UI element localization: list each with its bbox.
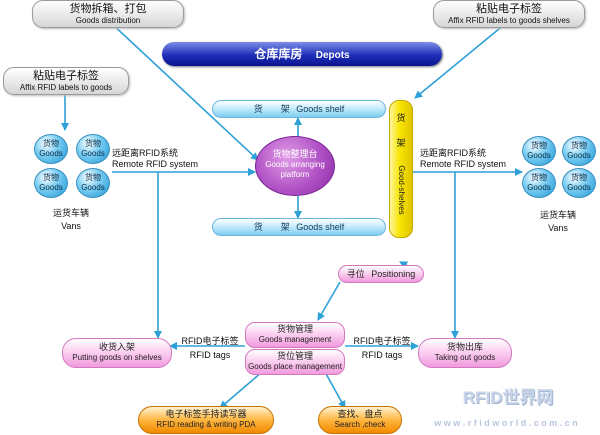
hub-en1: Goods arranging: [265, 160, 325, 169]
goods-bubble-left-2: 货物 Goods: [76, 134, 110, 164]
right-vans-zh: 运货车辆: [539, 210, 576, 220]
goods-bubble-zh: 货物: [43, 139, 59, 148]
line-mgmt-to-search: [324, 371, 346, 409]
callout-affix-shelves-en: Affix RFID labels to goods shelves: [448, 16, 570, 25]
tags-left-zh: RFID电子标签: [181, 336, 239, 346]
goods-bubble-right-3: 货物 Goods: [522, 168, 556, 198]
place-mgmt-en: Goods place management: [248, 362, 342, 371]
tags-left-en: RFID tags: [189, 350, 231, 360]
shelf-top-en: Goods shelf: [296, 104, 345, 114]
depots-banner: 仓库库房 Depots: [162, 42, 442, 66]
goods-bubble-zh: 货物: [85, 139, 101, 148]
goods-management-pill: 货物管理 Goods management: [245, 322, 345, 348]
goods-bubble-en: Goods: [527, 183, 551, 192]
goods-bubble-left-1: 货物 Goods: [34, 134, 68, 164]
goods-bubble-right-1: 货物 Goods: [522, 136, 556, 166]
vertical-shelf: 货 架 Good-shelves: [389, 100, 413, 238]
taking-goods-pill: 货物出库 Taking out goods: [418, 338, 512, 368]
goods-bubble-en: Goods: [39, 183, 63, 192]
line-distribution-to-hub: [109, 21, 259, 161]
positioning-en: Positioning: [371, 269, 416, 279]
goods-bubble-en: Goods: [527, 151, 551, 160]
goods-bubble-en: Goods: [81, 149, 105, 158]
remote-left-en: Remote RFID system: [112, 159, 199, 169]
putting-en: Putting goods on shelves: [72, 353, 162, 362]
line-affix-shelves-to-shelf: [414, 23, 506, 99]
left-vans-en: Vans: [61, 221, 81, 231]
callout-goods-distribution: 货物拆箱、打包 Goods distribution: [32, 0, 184, 28]
callout-affix-goods-en: Affix RFID labels to goods: [19, 83, 113, 92]
positioning-pill: 寻位 Positioning: [338, 265, 424, 283]
watermark-logo: RFID世界网: [462, 388, 554, 407]
search-en: Search ,check: [334, 420, 386, 429]
putting-zh: 收货入架: [98, 342, 135, 352]
callout-affix-goods-zh: 粘贴电子标签: [33, 70, 99, 82]
goods-bubble-left-3: 货物 Goods: [34, 168, 68, 198]
rfid-pda-pill: 电子标签手持读写器 RFID reading & writing PDA: [138, 406, 274, 434]
pda-zh: 电子标签手持读写器: [165, 409, 247, 419]
taking-en: Taking out goods: [434, 353, 496, 362]
pda-en: RFID reading & writing PDA: [156, 420, 256, 429]
right-vans-en: Vans: [548, 223, 568, 233]
goods-bubble-zh: 货物: [43, 173, 59, 182]
goods-place-management-pill: 货位管理 Goods place management: [245, 349, 345, 375]
vertical-shelf-zh2: 架: [396, 138, 406, 148]
positioning-zh: 寻位: [346, 269, 365, 279]
goods-bubble-right-2: 货物 Goods: [562, 136, 596, 166]
hub-zh: 货物整理台: [272, 149, 318, 159]
goods-bubble-en: Goods: [567, 151, 591, 160]
callout-affix-shelves-zh: 粘贴电子标签: [476, 3, 542, 15]
shelf-bottom-en: Goods shelf: [296, 222, 345, 232]
callout-goods-distribution-zh: 货物拆箱、打包: [69, 3, 147, 15]
shelf-bottom-zh: 货 架: [253, 222, 290, 232]
callout-goods-distribution-en: Goods distribution: [75, 16, 141, 25]
vertical-shelf-zh1: 货: [396, 113, 406, 123]
goods-bubble-left-4: 货物 Goods: [76, 168, 110, 198]
tags-right-en: RFID tags: [361, 350, 403, 360]
goods-bubble-en: Goods: [567, 183, 591, 192]
line-mgmt-to-pda: [219, 371, 263, 409]
place-mgmt-zh: 货位管理: [276, 351, 313, 361]
tags-right-zh: RFID电子标签: [353, 336, 411, 346]
shelf-bottom: 货 架 Goods shelf: [212, 218, 386, 236]
hub-en2: platform: [280, 170, 310, 179]
watermark-url: w w w . r f i d w o r l d . c o m . c n: [434, 418, 578, 428]
depots-zh: 仓库库房: [254, 47, 303, 61]
search-check-pill: 查找、盘点 Search ,check: [318, 406, 402, 434]
callout-affix-shelves: 粘贴电子标签 Affix RFID labels to goods shelve…: [433, 0, 585, 28]
goods-bubble-zh: 货物: [85, 173, 101, 182]
goods-bubble-right-4: 货物 Goods: [562, 168, 596, 198]
goods-mgmt-zh: 货物管理: [276, 324, 313, 334]
depots-en: Depots: [315, 50, 350, 61]
shelf-top: 货 架 Goods shelf: [212, 100, 386, 118]
goods-bubble-en: Goods: [81, 183, 105, 192]
remote-left-zh: 远距离RFID系统: [112, 148, 178, 158]
goods-bubble-en: Goods: [39, 149, 63, 158]
taking-zh: 货物出库: [446, 342, 483, 352]
search-zh: 查找、盘点: [337, 409, 383, 419]
putting-goods-pill: 收货入架 Putting goods on shelves: [62, 338, 172, 368]
left-vans-zh: 运货车辆: [52, 208, 89, 218]
goods-bubble-zh: 货物: [531, 173, 547, 182]
goods-bubble-zh: 货物: [571, 141, 587, 150]
line-positioning-to-goods-mgmt: [317, 281, 341, 321]
remote-right-en: Remote RFID system: [420, 159, 507, 169]
shelf-top-zh: 货 架: [253, 104, 290, 114]
goods-bubble-zh: 货物: [531, 141, 547, 150]
goods-mgmt-en: Goods management: [258, 335, 332, 344]
vertical-shelf-en: Good-shelves: [397, 165, 406, 215]
callout-affix-goods: 粘贴电子标签 Affix RFID labels to goods: [3, 67, 129, 95]
goods-arranging-platform: 货物整理台 Goods arranging platform: [255, 136, 335, 196]
remote-right-zh: 远距离RFID系统: [420, 148, 486, 158]
goods-bubble-zh: 货物: [571, 173, 587, 182]
